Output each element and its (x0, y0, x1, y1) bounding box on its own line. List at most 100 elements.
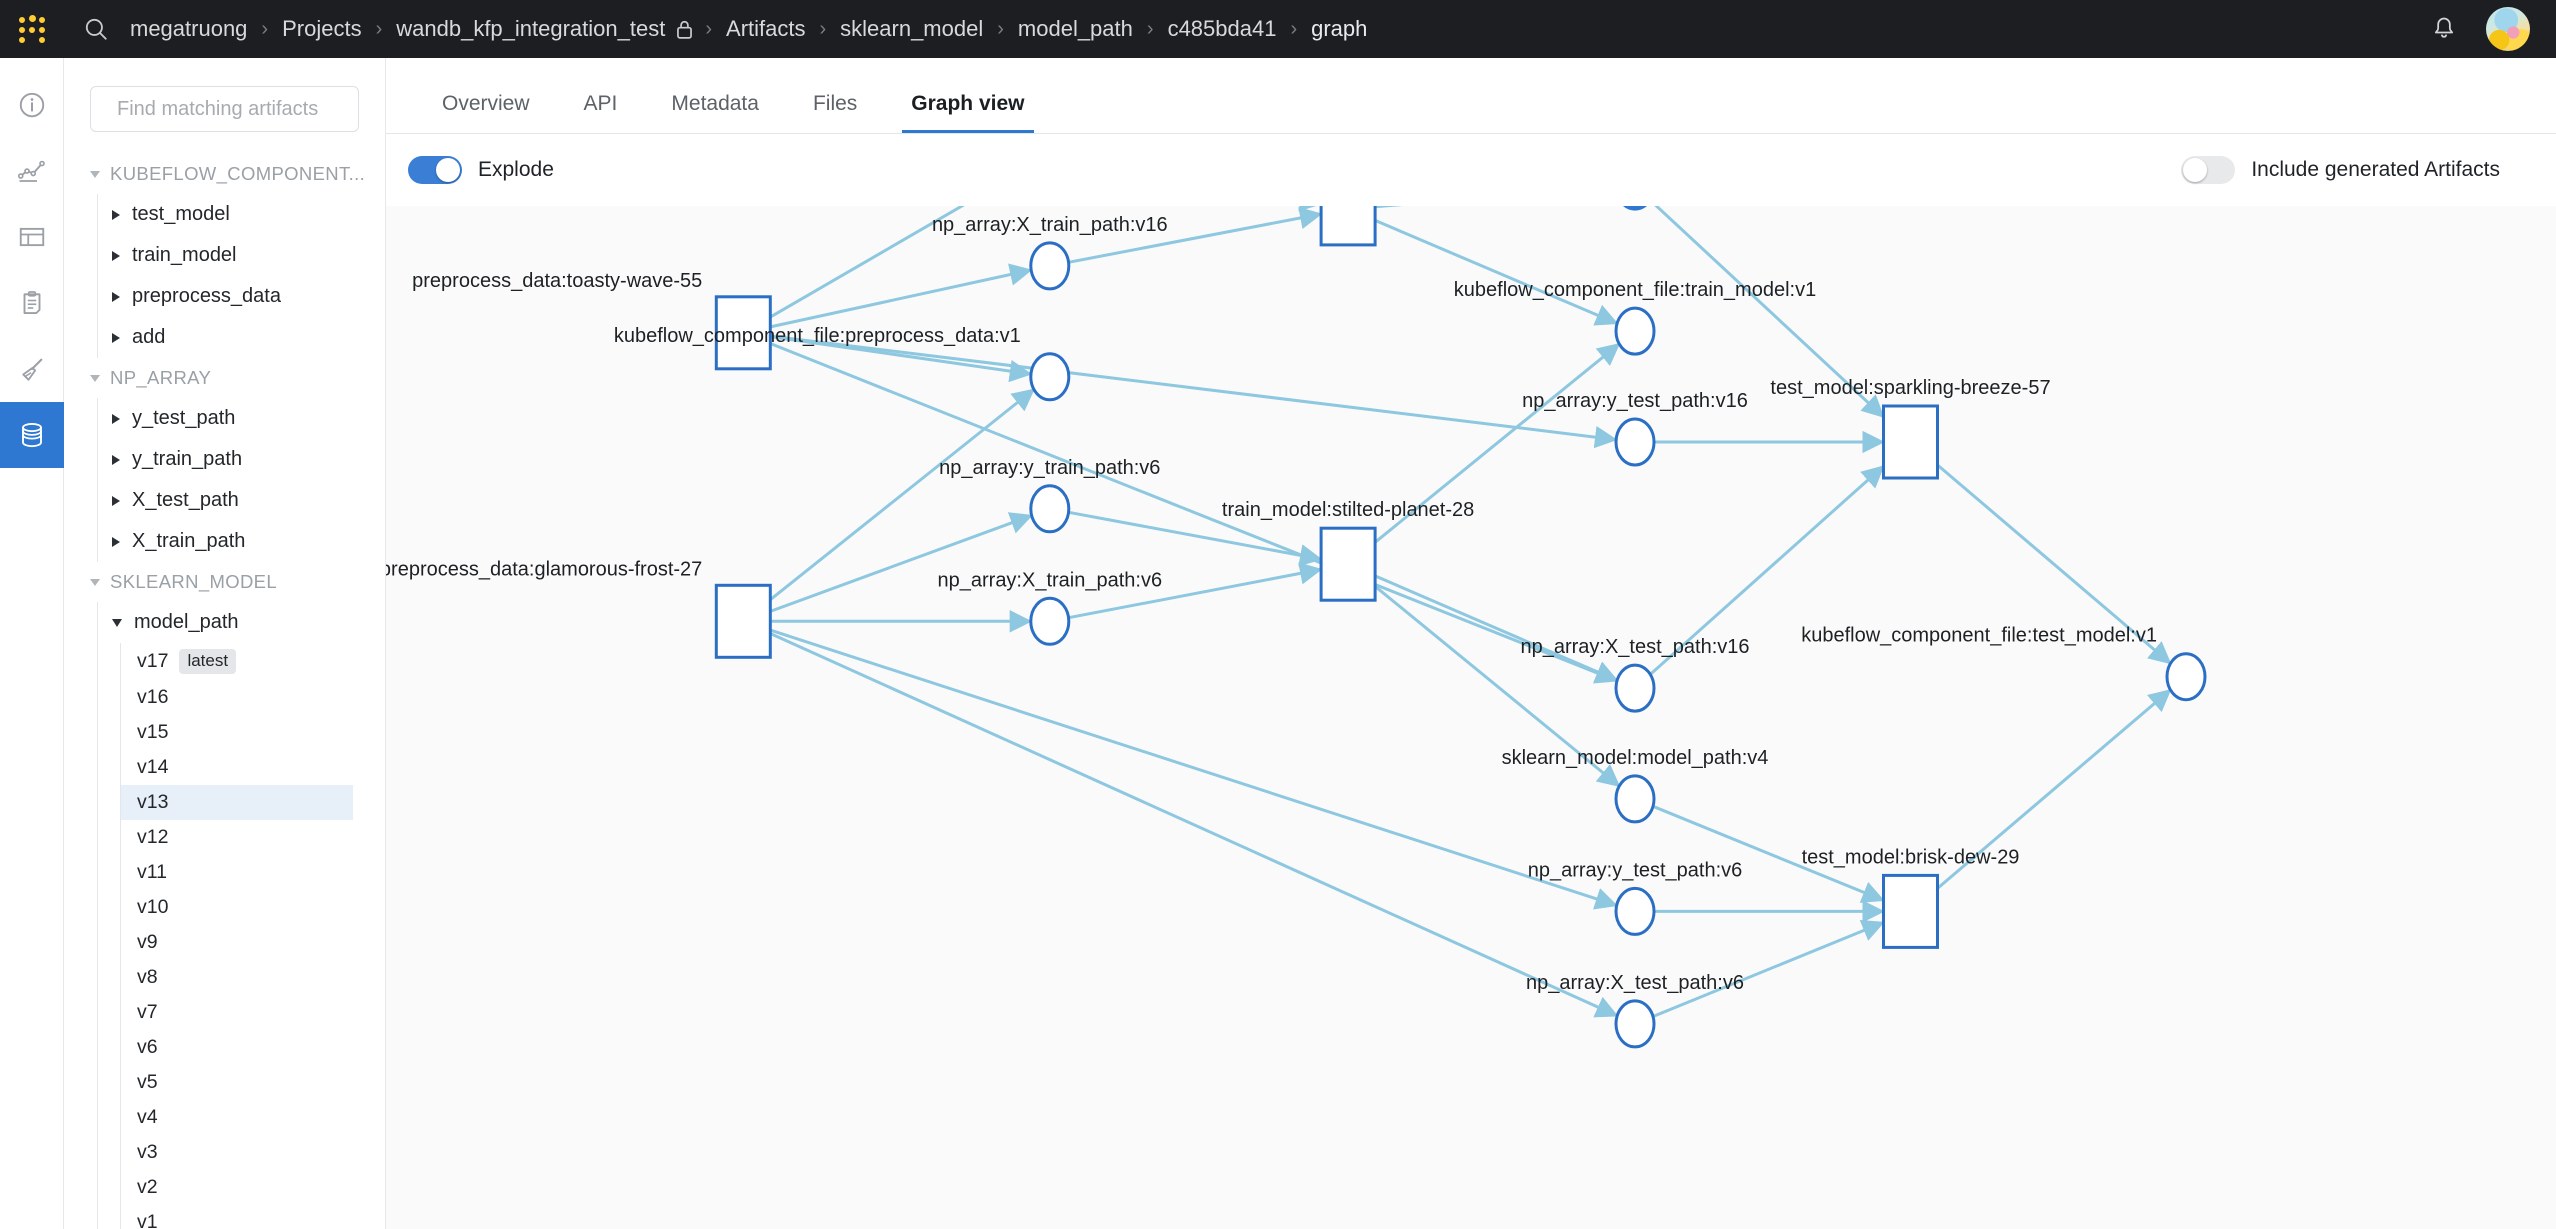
artifact-graph-canvas[interactable]: preprocess_data:toasty-wave-55np_array:y… (386, 206, 2556, 1229)
breadcrumb-item-graph[interactable]: graph (1311, 16, 1368, 41)
breadcrumb-separator: › (997, 18, 1004, 40)
breadcrumb: megatruong › Projects › wandb_kfp_integratio… (128, 16, 1369, 42)
rail-item-reports[interactable] (0, 270, 64, 336)
include-generated-control[interactable]: Include generated Artifacts (2181, 156, 2500, 184)
chevron-down-icon (90, 578, 100, 586)
version-item-v8[interactable]: v8 (121, 960, 353, 995)
graph-node-xte6[interactable] (1614, 999, 1656, 1049)
graph-node-label: test_model:sparkling-breeze-57 (1770, 377, 2050, 399)
rail-item-table[interactable] (0, 204, 64, 270)
graph-node-te57[interactable] (1882, 404, 1939, 480)
caret-down-icon (112, 618, 122, 627)
graph-edge (1068, 510, 1323, 567)
latest-badge: latest (179, 649, 237, 674)
graph-node-pd55[interactable] (714, 295, 772, 371)
graph-node-xtr16[interactable] (1029, 241, 1071, 291)
version-item-v15[interactable]: v15 (121, 715, 353, 750)
graph-node-pd27[interactable] (714, 583, 772, 659)
version-item-v14[interactable]: v14 (121, 750, 353, 785)
tree-item-label: test_model (132, 203, 230, 225)
graph-node-tm56[interactable] (1319, 206, 1377, 247)
breadcrumb-item-sklearn-model[interactable]: sklearn_model (840, 16, 984, 41)
version-item-v7[interactable]: v7 (121, 995, 353, 1030)
tree-item-y_train_path[interactable]: y_train_path (98, 439, 385, 480)
tab-api[interactable]: API (583, 92, 618, 115)
graph-node-tm28[interactable] (1319, 526, 1377, 602)
global-search-button[interactable] (64, 0, 128, 58)
breadcrumb-item-c485bda41[interactable]: c485bda41 (1167, 16, 1277, 41)
tree-item-preprocess_data[interactable]: preprocess_data (98, 276, 385, 317)
graph-node-kcfte[interactable] (2165, 652, 2207, 702)
breadcrumb-separator: › (1146, 18, 1154, 40)
version-label: v17 (137, 649, 169, 672)
tab-metadata[interactable]: Metadata (671, 92, 759, 115)
include-generated-toggle[interactable] (2181, 156, 2236, 184)
graph-node-kcfpd[interactable] (1029, 352, 1071, 402)
explode-control[interactable]: Explode (408, 156, 554, 184)
version-item-v13[interactable]: v13 (121, 784, 353, 820)
breadcrumb-item-projects[interactable]: Projects (282, 16, 362, 41)
graph-node-kcftm[interactable] (1614, 306, 1656, 356)
caret-right-icon (112, 291, 120, 302)
version-label: v6 (137, 1035, 158, 1058)
version-item-v16[interactable]: v16 (121, 680, 353, 715)
graph-edge (1375, 206, 1403, 209)
rail-item-sweeps[interactable] (0, 336, 64, 402)
avatar[interactable] (2486, 7, 2530, 51)
bell-icon[interactable] (2430, 15, 2458, 43)
wandb-dots-logo[interactable] (0, 0, 64, 58)
graph-edge (770, 334, 1618, 449)
tree-item-y_test_path[interactable]: y_test_path (98, 398, 385, 439)
explode-label: Explode (478, 158, 554, 181)
rail-item-charts[interactable] (0, 138, 64, 204)
version-item-v10[interactable]: v10 (121, 890, 353, 925)
tab-files[interactable]: Files (812, 92, 858, 115)
caret-right-icon (112, 332, 120, 343)
rail-item-artifacts[interactable] (0, 402, 64, 468)
version-item-v17[interactable]: v17 latest (121, 643, 353, 680)
version-item-v3[interactable]: v3 (121, 1135, 353, 1170)
caret-right-icon (112, 250, 120, 261)
tab-graph-view[interactable]: Graph view (902, 92, 1034, 133)
graph-node-te29[interactable] (1882, 873, 1939, 949)
explode-toggle[interactable] (408, 156, 462, 184)
tree-group-kubeflow-component-[interactable]: KUBEFLOW_COMPONENT... (64, 154, 385, 194)
tree-item-X_test_path[interactable]: X_test_path (98, 480, 385, 521)
breadcrumb-item-model-path[interactable]: model_path (1017, 16, 1133, 41)
tree-item-add[interactable]: add (98, 317, 385, 358)
tree-group-np-array[interactable]: NP_ARRAY (64, 358, 385, 398)
version-item-v5[interactable]: v5 (121, 1065, 353, 1100)
graph-node-sm13[interactable] (1616, 206, 1654, 211)
version-item-v4[interactable]: v4 (121, 1100, 353, 1135)
version-item-v2[interactable]: v2 (121, 1170, 353, 1205)
artifact-search-box[interactable] (90, 86, 384, 132)
tree-item-model_path[interactable]: model_path (98, 602, 385, 643)
graph-node-yte16[interactable] (1614, 417, 1656, 467)
graph-node-xte16[interactable] (1614, 663, 1656, 713)
breadcrumb-item-megatruong[interactable]: megatruong (130, 16, 248, 41)
graph-node-xtr6[interactable] (1029, 596, 1071, 646)
graph-node-yte6[interactable] (1614, 886, 1656, 936)
search-icon (85, 18, 107, 40)
version-item-v12[interactable]: v12 (121, 820, 353, 855)
tree-item-test_model[interactable]: test_model (98, 194, 385, 235)
version-item-v11[interactable]: v11 (121, 855, 353, 890)
tree-item-train_model[interactable]: train_model (98, 235, 385, 276)
rail-item-info[interactable] (0, 72, 64, 138)
version-item-v6[interactable]: v6 (121, 1030, 353, 1065)
tab-overview[interactable]: Overview (442, 92, 530, 115)
breadcrumb-item-wandb-kfp-integration-test[interactable]: wandb_kfp_integration_test (396, 16, 666, 41)
tree-group-sklearn-model[interactable]: SKLEARN_MODEL (64, 562, 385, 602)
tree-item-label: add (132, 326, 166, 348)
breadcrumb-item-artifacts[interactable]: Artifacts (726, 16, 806, 41)
version-label: v3 (137, 1140, 158, 1163)
version-label: v7 (137, 1000, 158, 1023)
search-input[interactable] (115, 96, 384, 122)
tree-item-X_train_path[interactable]: X_train_path (98, 521, 385, 562)
graph-node-label: sklearn_model:model_path:v4 (1502, 747, 1769, 769)
version-item-v1[interactable]: v1 (121, 1205, 353, 1229)
version-item-v9[interactable]: v9 (121, 925, 353, 960)
graph-node-ytr6[interactable] (1029, 484, 1071, 534)
graph-node-sm4[interactable] (1614, 774, 1656, 824)
